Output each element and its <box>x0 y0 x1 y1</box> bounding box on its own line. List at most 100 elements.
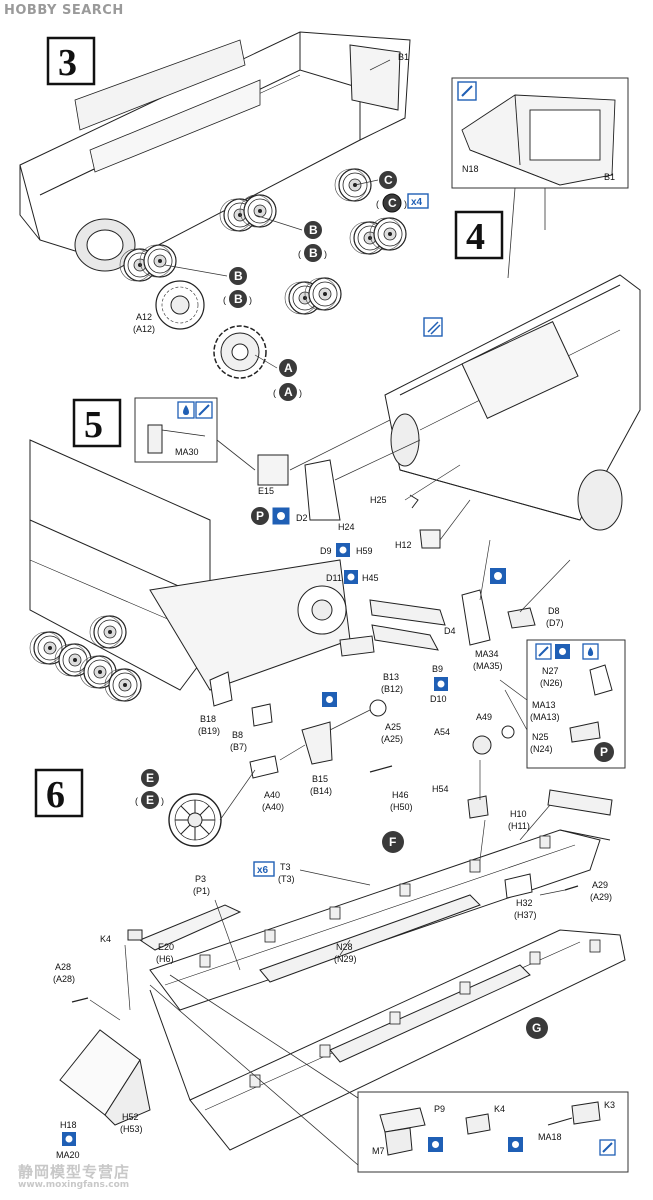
svg-text:(A29): (A29) <box>590 892 612 902</box>
part-a54: A54 <box>434 727 492 755</box>
svg-text:G: G <box>532 1021 541 1035</box>
part-label-t3: T3 <box>280 862 291 872</box>
step-3-number: 3 <box>58 42 77 84</box>
svg-text:(B14): (B14) <box>310 786 332 796</box>
svg-text:(: ( <box>298 249 301 259</box>
svg-text:B: B <box>309 246 318 260</box>
svg-text:P3: P3 <box>195 874 206 884</box>
front-plate-detail <box>461 94 616 186</box>
watermark-bottom-url: www.moxingfans.com <box>18 1180 130 1190</box>
hull-rear-step5 <box>29 439 351 691</box>
callout-e: E E () <box>135 769 164 809</box>
part-label-b1-detail: B1 <box>604 172 615 182</box>
callout-b-lower: B B () <box>223 267 252 308</box>
callout-a: A A () <box>273 359 302 401</box>
svg-text:): ) <box>299 388 302 398</box>
part-label-h59: H59 <box>356 546 373 556</box>
part-label-b8: B8 <box>232 730 243 740</box>
step-4-number: 4 <box>466 216 485 258</box>
svg-text:E: E <box>146 793 154 807</box>
svg-text:B: B <box>309 223 318 237</box>
svg-text:A54: A54 <box>434 727 450 737</box>
part-e15: E15 <box>257 454 289 496</box>
svg-text:E: E <box>146 771 154 785</box>
part-label-n28: N28 <box>336 942 353 952</box>
svg-text:(D7): (D7) <box>546 618 564 628</box>
watermark-bottom: 静岡模型专营店 www.moxingfans.com <box>18 1161 130 1190</box>
part-p3: P3 (P1) <box>138 874 242 951</box>
svg-text:(H11): (H11) <box>508 821 530 831</box>
blue-icon-glue-step5 <box>195 401 213 419</box>
part-d8: D8 (D7) <box>507 606 564 629</box>
blue-icon-h18 <box>62 1132 76 1146</box>
blue-icon-cement-step4 <box>423 317 443 337</box>
part-label-ma34: MA34 <box>475 649 499 659</box>
part-label-k3: K3 <box>604 1100 615 1110</box>
leader-lines-step3 <box>164 59 391 369</box>
wheel-pair-b-lower <box>285 278 341 314</box>
blue-icon-k4 <box>508 1137 523 1152</box>
callout-f: F <box>382 831 404 853</box>
part-label-n24: (N24) <box>530 744 553 754</box>
svg-text:A29: A29 <box>592 880 608 890</box>
blue-icon-d8 <box>490 568 506 584</box>
callout-b-upper: B B () <box>298 221 327 262</box>
svg-text:P: P <box>600 745 608 759</box>
hull-step4 <box>384 274 641 531</box>
part-label-n29: (N29) <box>334 954 357 964</box>
rear-plate-h52 <box>59 1029 151 1126</box>
svg-text:P: P <box>256 509 264 523</box>
leader-lines-step6 <box>89 709 566 1021</box>
watermark-bottom-cn: 静岡模型专营店 <box>18 1163 131 1181</box>
blue-icon-water-step5 <box>177 401 195 419</box>
part-label-ma35: (MA35) <box>473 661 503 671</box>
part-label-k4-detail: K4 <box>494 1104 505 1114</box>
part-label-d10: D10 <box>430 694 447 704</box>
watermark-top-text: HOBBY SEARCH <box>4 3 124 18</box>
part-label-h52: H52 <box>122 1112 139 1122</box>
blue-icon-d9 <box>336 543 350 557</box>
svg-text:(: ( <box>273 388 276 398</box>
wheel-single-c <box>334 168 372 202</box>
svg-text:D4: D4 <box>444 626 456 636</box>
svg-text:(A25): (A25) <box>381 734 403 744</box>
step-3-box <box>46 36 96 86</box>
idler-wheel <box>155 280 205 330</box>
part-b15: B15 (B14) <box>301 721 333 796</box>
svg-text:E15: E15 <box>258 486 274 496</box>
part-label-a28: A28 <box>55 962 71 972</box>
svg-text:A: A <box>284 385 293 399</box>
part-label-e20: E20 <box>158 942 174 952</box>
svg-text:A25: A25 <box>385 722 401 732</box>
svg-text:H32: H32 <box>516 898 533 908</box>
part-label-n18: N18 <box>462 164 479 174</box>
part-label-ma30: MA30 <box>175 447 199 457</box>
svg-text:(H37): (H37) <box>514 910 537 920</box>
part-label-d9: D9 <box>320 546 332 556</box>
step-3: 3 B1 A12 (A12) <box>19 31 429 401</box>
svg-text:(H50): (H50) <box>390 802 413 812</box>
hull-lower-step3 <box>19 31 411 272</box>
blue-icon-glue-ma18 <box>599 1139 616 1156</box>
part-a40: A40 (A40) <box>249 755 284 812</box>
callout-g: G <box>526 1017 548 1039</box>
svg-text:B: B <box>234 269 243 283</box>
part-label-h53: (H53) <box>120 1124 143 1134</box>
callout-p-step5: P <box>251 507 269 525</box>
part-p9-m7 <box>379 1107 426 1156</box>
part-h54: H54 <box>432 784 489 819</box>
part-d4: D4 <box>444 589 491 646</box>
part-label-b9: B9 <box>432 664 443 674</box>
step-4: N18 B1 4 <box>384 77 641 531</box>
part-label-b19: (B19) <box>198 726 220 736</box>
part-label-h12: H12 <box>395 540 412 550</box>
svg-text:): ) <box>249 295 252 305</box>
part-label-a12-alt: (A12) <box>133 324 155 334</box>
part-label-h18: H18 <box>60 1120 77 1130</box>
part-label-ma20: MA20 <box>56 1150 80 1160</box>
svg-text:(: ( <box>223 295 226 305</box>
step-5-number: 5 <box>84 404 103 446</box>
svg-text:x4: x4 <box>411 197 423 208</box>
step-6-number: 6 <box>46 774 65 816</box>
part-label-ma18: MA18 <box>538 1132 562 1142</box>
